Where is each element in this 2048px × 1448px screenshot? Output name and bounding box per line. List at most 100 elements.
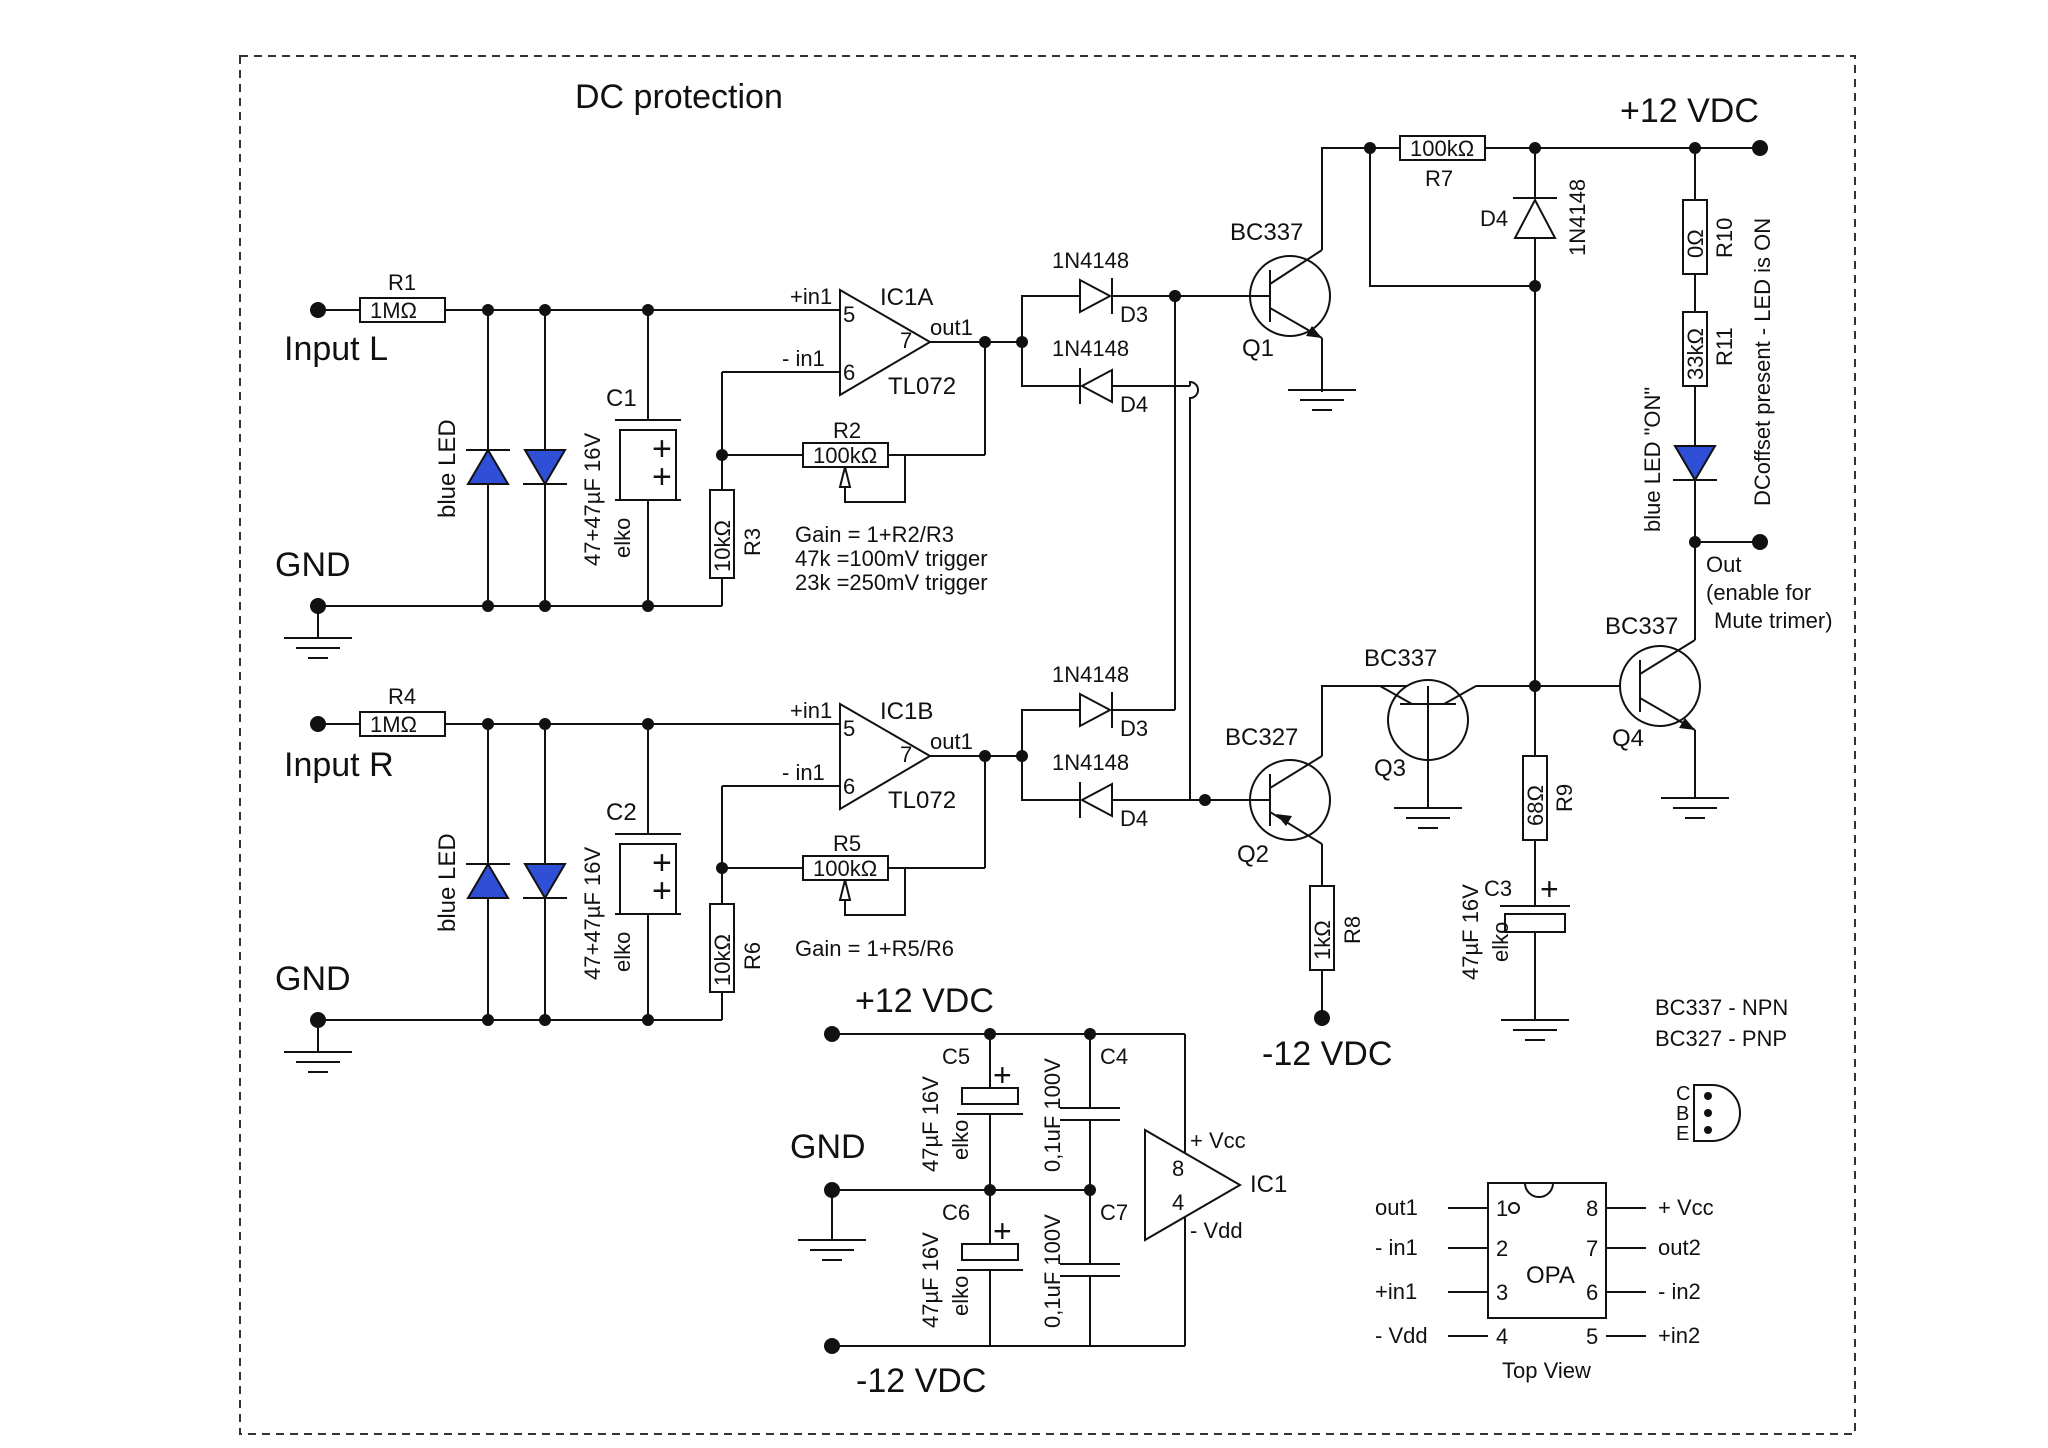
q2-part: BC327 [1225, 724, 1298, 751]
supply-section: +12 VDC GND -12 VDC + C5 47µF 16V elko +… [790, 982, 1287, 1400]
pin-right-label-5: +in2 [1658, 1323, 1700, 1348]
c2-value: 47+47µF 16V [580, 847, 605, 980]
pin-num-7: 7 [1586, 1236, 1598, 1261]
r9-value: 68Ω [1523, 785, 1548, 826]
pin-num-2: 2 [1496, 1236, 1508, 1261]
pnp-legend: BC327 - PNP [1655, 1026, 1787, 1051]
pin-right-label-6: - in2 [1658, 1279, 1701, 1304]
ic1a-in-pos: +in1 [790, 284, 832, 309]
r2-label: R2 [833, 418, 861, 443]
out-label: Out [1706, 552, 1741, 577]
r3-value: 10kΩ [710, 520, 735, 572]
svg-text:+: + [652, 430, 672, 468]
pin-left-label-4: - Vdd [1375, 1323, 1428, 1348]
svg-text:+: + [993, 1213, 1012, 1249]
out-note-1: (enable for [1706, 580, 1811, 605]
c2-label: C2 [606, 799, 637, 826]
trigger-note-2: 23k =250mV trigger [795, 570, 988, 595]
ic1-vcc: + Vcc [1190, 1128, 1246, 1153]
blue-led-1 [466, 448, 510, 485]
d3-label-r: D3 [1120, 716, 1148, 741]
led-on-label: blue LED "ON" [1640, 387, 1665, 532]
opamp-ic1b [839, 702, 932, 811]
pin-num-6: 6 [1586, 1280, 1598, 1305]
c2-type: elko [610, 932, 635, 972]
pin-left-label-3: +in1 [1375, 1279, 1417, 1304]
r6-value: 10kΩ [710, 934, 735, 986]
gnd-label-r: GND [275, 960, 351, 998]
d3-part-l: 1N4148 [1052, 248, 1129, 273]
ic1a-label: IC1A [880, 284, 933, 311]
ic1a-in-neg: - in1 [782, 346, 825, 371]
pinout-top-view: Top View [1502, 1358, 1591, 1383]
blue-led-3 [466, 862, 510, 899]
c5-value: 47µF 16V [918, 1076, 943, 1172]
ic1b-out: out1 [930, 729, 973, 754]
npn-legend: BC337 - NPN [1655, 995, 1788, 1020]
blue-led-on [1673, 445, 1717, 482]
gain-l-note: Gain = 1+R2/R3 [795, 522, 954, 547]
pin-right-label-7: out2 [1658, 1235, 1701, 1260]
r7-value: 100kΩ [1410, 136, 1474, 161]
svg-text:+: + [993, 1057, 1012, 1093]
d3-part-r: 1N4148 [1052, 662, 1129, 687]
r11-value: 33kΩ [1683, 328, 1708, 380]
c1-label: C1 [606, 385, 637, 412]
c6-label: C6 [942, 1200, 970, 1225]
r5-value: 100kΩ [813, 856, 877, 881]
r9-label: R9 [1552, 784, 1577, 812]
r5-label: R5 [833, 831, 861, 856]
c1-type: elko [610, 518, 635, 558]
q3-label: Q3 [1374, 755, 1406, 782]
d4-part-l: 1N4148 [1052, 336, 1129, 361]
ic1b-part: TL072 [888, 787, 956, 814]
gain-r-note: Gain = 1+R5/R6 [795, 936, 954, 961]
q2-label: Q2 [1237, 841, 1269, 868]
pin-num-1: 1 [1496, 1196, 1508, 1221]
r4-value: 1MΩ [370, 712, 417, 737]
pos-supply-bottom: +12 VDC [855, 982, 994, 1020]
svg-text:+: + [1540, 871, 1559, 907]
c1-value: 47+47µF 16V [580, 433, 605, 566]
r8-label: R8 [1340, 916, 1365, 944]
pin-left-label-1: out1 [1375, 1195, 1418, 1220]
q1-part: BC337 [1230, 219, 1303, 246]
pin-c: C [1676, 1083, 1690, 1105]
d4-label-l: D4 [1120, 392, 1148, 417]
r11-label: R11 [1712, 327, 1737, 366]
dashed-border [239, 55, 1856, 1435]
input-l-label: Input L [284, 330, 388, 368]
r10-label: R10 [1712, 218, 1737, 258]
r2-value: 100kΩ [813, 443, 877, 468]
svg-text:+: + [652, 872, 672, 910]
input-r-label: Input R [284, 746, 394, 784]
c7-label: C7 [1100, 1200, 1128, 1225]
ic1b-in-pos: +in1 [790, 698, 832, 723]
led-label-l: blue LED [434, 419, 461, 518]
ic1b-pin7: 7 [900, 742, 912, 767]
r10-value: 0Ω [1683, 229, 1708, 258]
opamp-ic1a [839, 288, 932, 397]
c4-label: C4 [1100, 1044, 1128, 1069]
output-stage: BC337 Q1 BC327 Q2 1kΩ R8 -12 VDC BC337 Q… [1175, 92, 1833, 1145]
neg-supply-bottom: -12 VDC [856, 1362, 986, 1400]
c4-value: 0,1uF 100V [1040, 1058, 1065, 1172]
pin-left-label-2: - in1 [1375, 1235, 1418, 1260]
ic1b-label: IC1B [880, 698, 933, 725]
pin-num-5: 5 [1586, 1324, 1598, 1349]
r8-value: 1kΩ [1310, 920, 1335, 960]
pin-num-3: 3 [1496, 1280, 1508, 1305]
svg-text:+: + [652, 844, 672, 882]
left-channel: Input L 1MΩ R1 blue LED ++ C1 47+47µF 16… [275, 248, 1190, 659]
out-note-2: Mute trimer) [1714, 608, 1833, 633]
right-channel: Input R 1MΩ R4 blue LED ++ C2 47+47µF 16… [275, 662, 1240, 1073]
ic1-pin4: 4 [1172, 1190, 1184, 1215]
to92-pinout-icon: C B E [1676, 1083, 1741, 1145]
led-label-r: blue LED [434, 833, 461, 932]
ic1a-pin7: 7 [900, 328, 912, 353]
d4-label-r: D4 [1120, 806, 1148, 831]
c5-type: elko [948, 1120, 973, 1160]
q4-label: Q4 [1612, 725, 1644, 752]
q4-part: BC337 [1605, 613, 1678, 640]
c3-value: 47µF 16V [1458, 884, 1483, 980]
